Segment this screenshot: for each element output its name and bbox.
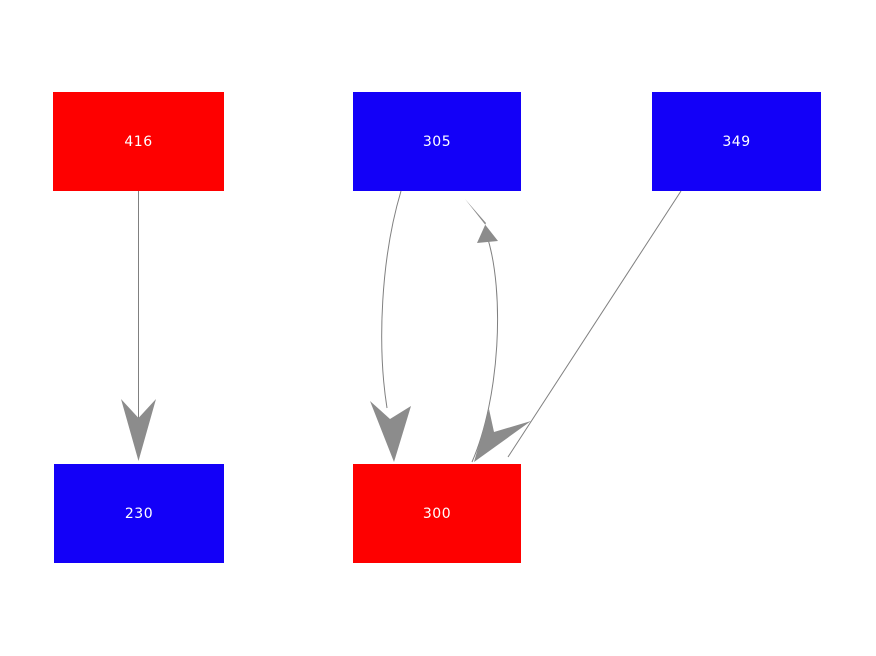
node-label: 416 [124,133,153,150]
node-349[interactable]: 349 [652,92,821,191]
edge-line [507,190,682,458]
node-label: 349 [722,133,751,150]
arrowhead-icon [465,199,498,243]
edge-300-to-305[interactable] [465,199,499,463]
node-label: 300 [422,505,452,522]
node-label: 230 [124,505,154,522]
node-305[interactable]: 305 [353,92,521,191]
arrowhead-icon [121,399,156,461]
arrowhead-icon [474,409,531,462]
edge-349-to-300[interactable] [474,190,682,462]
node-416[interactable]: 416 [53,92,224,191]
node-label: 305 [422,133,452,150]
edge-line [381,190,402,409]
edge-305-to-300[interactable] [370,190,411,462]
arrowhead-icon [370,401,411,462]
node-300[interactable]: 300 [353,464,521,563]
node-230[interactable]: 230 [54,464,224,563]
edge-416-to-230[interactable] [121,191,156,461]
